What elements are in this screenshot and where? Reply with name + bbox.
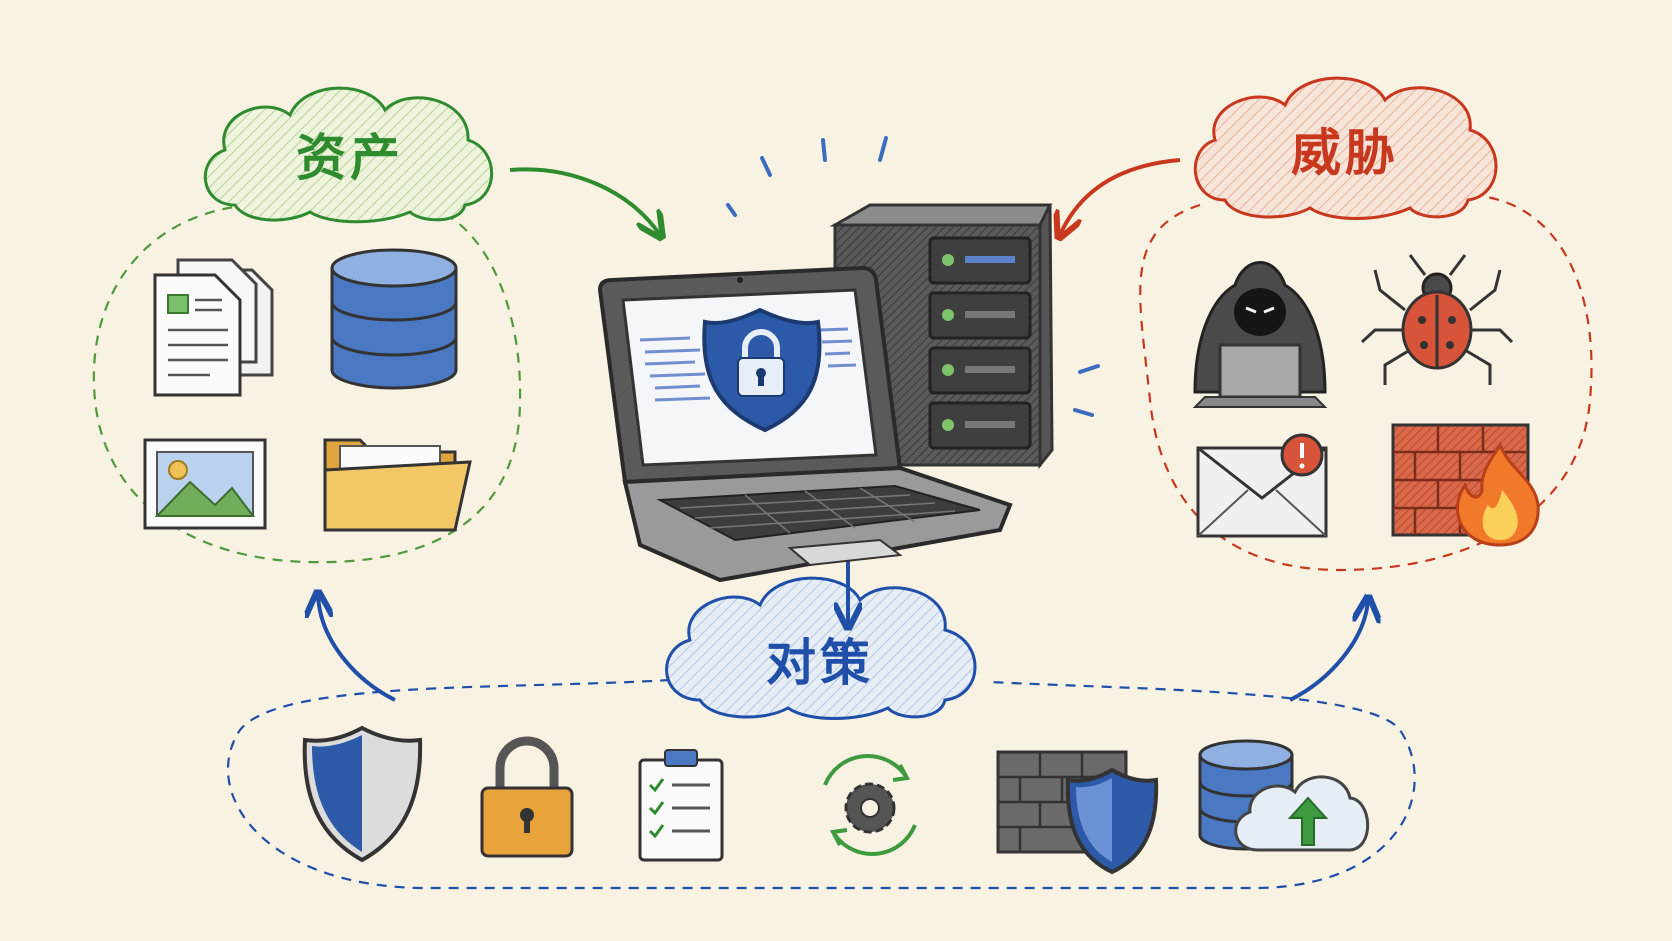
- assets-cloud: 资产: [203, 86, 494, 224]
- assets-label: 资产: [296, 129, 404, 187]
- countermeasures-to-threats-arrow: [1289, 600, 1368, 702]
- phishing-email-icon: [1196, 433, 1328, 538]
- firewall-fire-icon: [1391, 423, 1540, 547]
- threats-cloud: 威胁: [1193, 76, 1498, 220]
- highlight-marks: [726, 136, 1100, 417]
- documents-icon: [153, 258, 274, 397]
- database-cloud-backup-icon: [1198, 739, 1370, 852]
- countermeasures-label: 对策: [766, 634, 874, 692]
- threats-group-boundary: [1139, 193, 1593, 572]
- countermeasures-group-boundary: [226, 678, 1416, 890]
- bug-icon: [1360, 254, 1514, 385]
- padlock-icon: [480, 736, 574, 858]
- countermeasures-to-assets-arrow: [318, 595, 396, 702]
- assets-to-center-arrow: [509, 167, 660, 235]
- countermeasures-cloud: 对策: [665, 576, 977, 720]
- gear-sync-icon: [823, 753, 917, 857]
- center-devices: [597, 136, 1100, 583]
- folder-icon: [323, 438, 472, 532]
- checklist-icon: [638, 749, 724, 862]
- shield-lock-icon: [702, 307, 822, 433]
- assets-group-boundary: [92, 203, 522, 564]
- hacker-icon: [1192, 261, 1328, 408]
- shield-icon: [302, 725, 423, 863]
- firewall-shield-icon: [996, 750, 1159, 875]
- laptop-icon: [597, 265, 1013, 583]
- threats-to-center-arrow: [1060, 158, 1181, 235]
- image-icon: [143, 438, 267, 530]
- database-icon: [330, 248, 458, 390]
- threats-label: 威胁: [1291, 124, 1399, 182]
